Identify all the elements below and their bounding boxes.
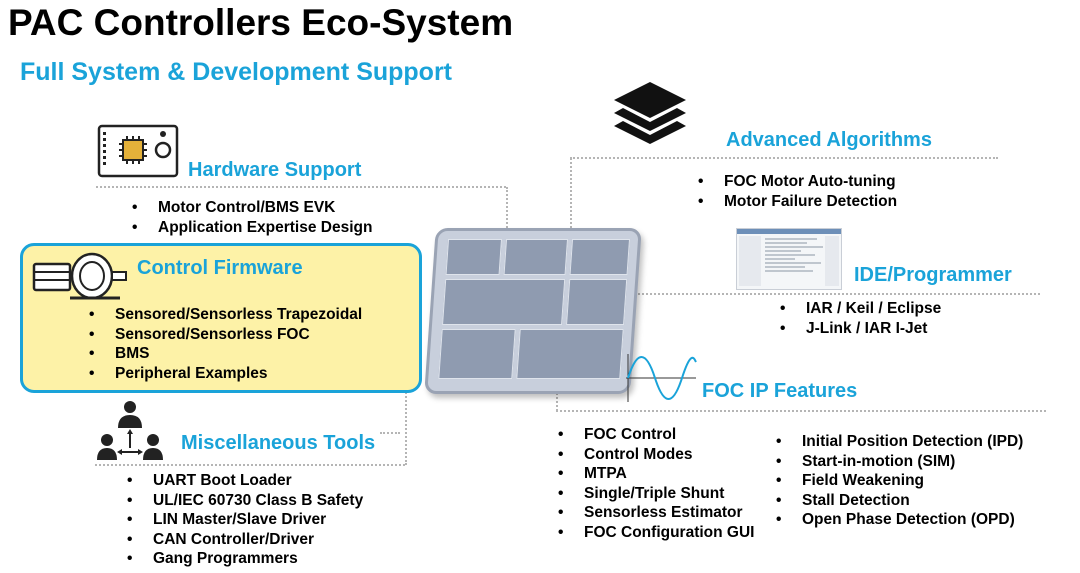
advanced-algorithms-list: FOC Motor Auto-tuning Motor Failure Dete…	[698, 172, 897, 211]
misc-tools-title: Miscellaneous Tools	[181, 432, 376, 454]
list-item: Sensored/Sensorless FOC	[89, 325, 362, 345]
list-item: Start-in-motion (SIM)	[776, 452, 1023, 472]
list-item: Initial Position Detection (IPD)	[776, 432, 1023, 452]
foc-features-right-list: Initial Position Detection (IPD) Start-i…	[776, 432, 1023, 530]
list-item: Sensored/Sensorless Trapezoidal	[89, 305, 362, 325]
layers-stack-icon	[612, 80, 688, 150]
chip-block	[442, 279, 566, 325]
chip-block	[516, 329, 624, 379]
misc-underline	[95, 464, 405, 466]
list-item: UART Boot Loader	[127, 471, 363, 491]
misc-connector-line	[380, 432, 400, 434]
list-item: Gang Programmers	[127, 549, 363, 569]
chip-block	[503, 239, 569, 275]
list-item: CAN Controller/Driver	[127, 530, 363, 550]
foc-connector-drop	[556, 385, 558, 411]
list-item: Open Phase Detection (OPD)	[776, 510, 1023, 530]
foc-features-title: FOC IP Features	[702, 380, 858, 402]
team-network-icon	[97, 398, 163, 460]
list-item: Application Expertise Design	[132, 218, 372, 238]
list-item: Motor Control/BMS EVK	[132, 198, 372, 218]
advanced-algorithms-title: Advanced Algorithms	[726, 129, 932, 151]
algorithms-connector-drop	[570, 158, 572, 232]
list-item: Field Weakening	[776, 471, 1023, 491]
control-firmware-title: Control Firmware	[137, 257, 303, 279]
foc-features-left-list: FOC Control Control Modes MTPA Single/Tr…	[558, 425, 754, 542]
list-item: Peripheral Examples	[89, 364, 362, 384]
hardware-support-title: Hardware Support	[188, 159, 362, 181]
foc-connector-line	[556, 410, 1046, 412]
hardware-support-list: Motor Control/BMS EVK Application Expert…	[132, 198, 372, 237]
list-item: Motor Failure Detection	[698, 192, 897, 212]
chip-block-diagram-icon	[424, 228, 642, 394]
list-item: Control Modes	[558, 445, 754, 465]
chip-block	[569, 239, 631, 275]
chip-block	[566, 279, 628, 325]
list-item: FOC Motor Auto-tuning	[698, 172, 897, 192]
list-item: FOC Configuration GUI	[558, 523, 754, 543]
ide-programmer-title: IDE/Programmer	[854, 264, 1012, 286]
list-item: J-Link / IAR I-Jet	[780, 319, 941, 339]
chip-block	[445, 239, 503, 275]
misc-connector-drop	[405, 385, 407, 465]
ide-connector-line	[598, 293, 1040, 295]
control-firmware-list: Sensored/Sensorless Trapezoidal Sensored…	[89, 305, 362, 383]
hardware-connector-line	[96, 186, 506, 188]
list-item: BMS	[89, 344, 362, 364]
list-item: Sensorless Estimator	[558, 503, 754, 523]
misc-tools-list: UART Boot Loader UL/IEC 60730 Class B Sa…	[127, 471, 363, 569]
algorithms-connector-line	[570, 157, 998, 159]
page-subtitle: Full System & Development Support	[20, 58, 453, 86]
list-item: Stall Detection	[776, 491, 1023, 511]
motor-icon	[30, 246, 130, 308]
sine-wave-icon	[622, 350, 698, 406]
list-item: UL/IEC 60730 Class B Safety	[127, 491, 363, 511]
list-item: IAR / Keil / Eclipse	[780, 299, 941, 319]
chip-block	[438, 329, 516, 379]
ide-screenshot-icon	[736, 228, 842, 290]
ide-programmer-list: IAR / Keil / Eclipse J-Link / IAR I-Jet	[780, 299, 941, 338]
page-title: PAC Controllers Eco-System	[8, 2, 514, 43]
list-item: FOC Control	[558, 425, 754, 445]
list-item: LIN Master/Slave Driver	[127, 510, 363, 530]
hardware-connector-drop	[506, 187, 508, 232]
list-item: MTPA	[558, 464, 754, 484]
circuit-board-icon	[97, 118, 179, 180]
list-item: Single/Triple Shunt	[558, 484, 754, 504]
